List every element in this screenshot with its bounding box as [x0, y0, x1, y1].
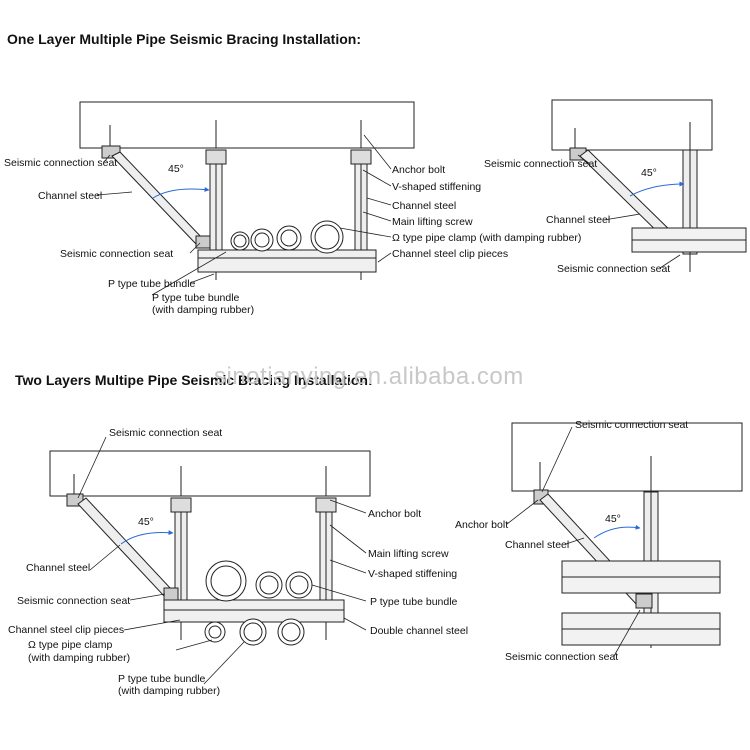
diagonal-brace	[77, 497, 173, 597]
label-omega-pipe-clamp: Ω type pipe clamp	[28, 639, 113, 651]
label-seismic-connection-seat: Seismic connection seat	[557, 263, 671, 275]
horizontal-channel	[197, 249, 377, 273]
label-double-channel-steel: Double channel steel	[370, 625, 469, 637]
label-channel-steel-clip-pieces: Channel steel clip pieces	[8, 624, 125, 636]
leader-lines-d4	[506, 426, 641, 657]
label-seismic-connection-seat: Seismic connection seat	[109, 427, 223, 439]
label-angle: 45°	[605, 513, 621, 525]
label-channel-steel: Channel steel	[38, 190, 103, 202]
label-p-type-tube-bundle-damping: P type tube bundle	[152, 292, 240, 304]
label-channel-steel: Channel steel	[26, 562, 91, 574]
label-anchor-bolt: Anchor bolt	[455, 519, 509, 531]
label-seismic-connection-seat: Seismic connection seat	[575, 419, 689, 431]
diagram-one-layer-front	[79, 101, 415, 280]
label-v-shaped-stiffening: V-shaped stiffening	[392, 181, 482, 193]
label-main-lifting-screw: Main lifting screw	[368, 548, 449, 560]
leader-lines-d1	[96, 134, 392, 296]
ceiling-slab	[511, 422, 743, 492]
label-angle: 45°	[641, 167, 657, 179]
ceiling-slab	[79, 101, 415, 149]
label-anchor-bolt: Anchor bolt	[368, 508, 422, 520]
label-p-type-tube-bundle-damping: P type tube bundle	[118, 673, 206, 685]
one-layer-title: One Layer Multiple Pipe Seismic Bracing …	[7, 31, 361, 47]
label-seismic-connection-seat: Seismic connection seat	[4, 157, 118, 169]
seismic-seat	[163, 587, 179, 601]
label-seismic-connection-seat: Seismic connection seat	[484, 158, 598, 170]
two-layers-title: Two Layers Multipe Pipe Seismic Bracing …	[15, 372, 373, 388]
ceiling-slab	[551, 99, 713, 151]
seismic-seat	[195, 235, 211, 249]
label-channel-steel-clip-pieces: Channel steel clip pieces	[392, 248, 509, 260]
label-v-shaped-stiffening: V-shaped stiffening	[368, 568, 458, 580]
label-main-lifting-screw: Main lifting screw	[392, 216, 473, 228]
label-angle: 45°	[138, 516, 154, 528]
label-seismic-connection-seat: Seismic connection seat	[17, 595, 131, 607]
label-seismic-connection-seat: Seismic connection seat	[505, 651, 619, 663]
label-channel-steel: Channel steel	[505, 539, 570, 551]
diagram-one-layer-side	[551, 99, 747, 272]
diagram-two-layers-front	[49, 450, 371, 646]
watermark: sinotianying.en.alibaba.com	[214, 363, 524, 390]
label-anchor-bolt: Anchor bolt	[392, 164, 446, 176]
seismic-seat	[635, 593, 653, 609]
label-p-type-tube-bundle-damping-sub: (with damping rubber)	[118, 685, 221, 697]
label-seismic-connection-seat: Seismic connection seat	[60, 248, 174, 260]
diagram-two-layers-side	[511, 422, 743, 648]
label-p-type-tube-bundle: P type tube bundle	[108, 278, 196, 290]
label-p-type-tube-bundle: P type tube bundle	[370, 596, 458, 608]
label-omega-pipe-clamp: Ω type pipe clamp (with damping rubber)	[392, 232, 582, 244]
leader-lines-d2	[577, 154, 681, 269]
ceiling-slab	[49, 450, 371, 497]
label-p-type-tube-bundle-damping-sub: (with damping rubber)	[152, 304, 255, 316]
leader-lines-d3	[77, 436, 367, 685]
label-omega-pipe-clamp-sub: (with damping rubber)	[28, 652, 131, 664]
label-angle: 45°	[168, 163, 184, 175]
diagonal-brace	[111, 151, 205, 245]
label-channel-steel: Channel steel	[546, 214, 611, 226]
label-channel-steel: Channel steel	[392, 200, 457, 212]
